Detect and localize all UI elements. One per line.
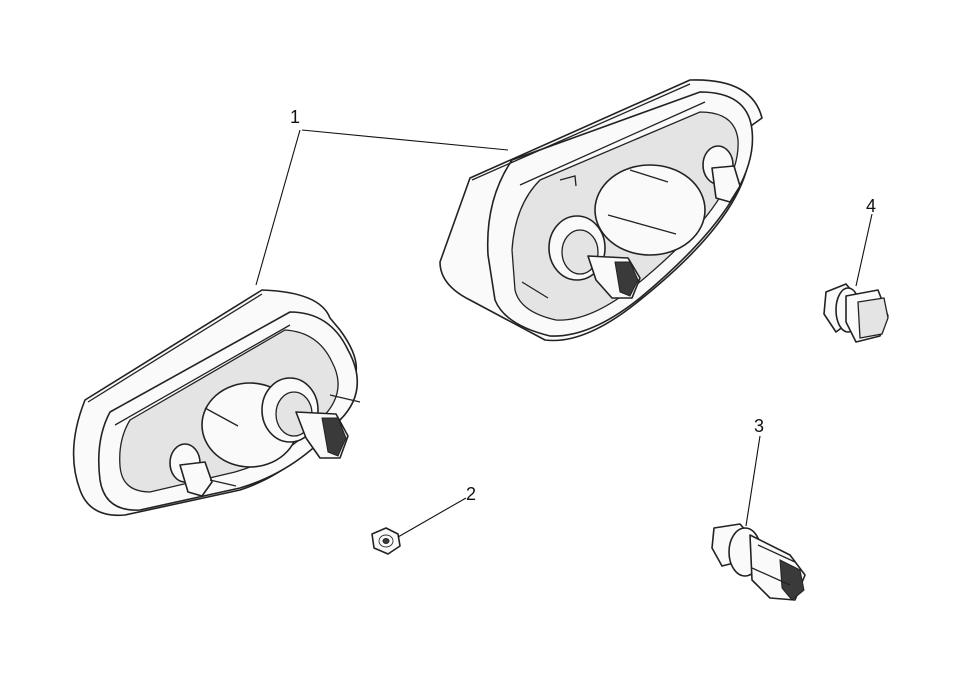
leader-1-left [255, 129, 301, 286]
callout-4: 4 [866, 196, 876, 216]
callout-1: 1 [290, 107, 300, 127]
leader-1-right [301, 129, 509, 151]
leader-4 [855, 213, 873, 287]
nut [371, 527, 401, 555]
lamp-housing-left [72, 289, 361, 517]
callout-3: 3 [754, 416, 764, 436]
bulb-socket-small [823, 283, 889, 343]
leader-3 [745, 435, 761, 527]
bulb-socket-large [711, 523, 806, 601]
leader-lines [255, 129, 873, 538]
callout-2: 2 [466, 484, 476, 504]
lamp-housing-right [439, 79, 763, 342]
leader-2 [397, 497, 467, 538]
